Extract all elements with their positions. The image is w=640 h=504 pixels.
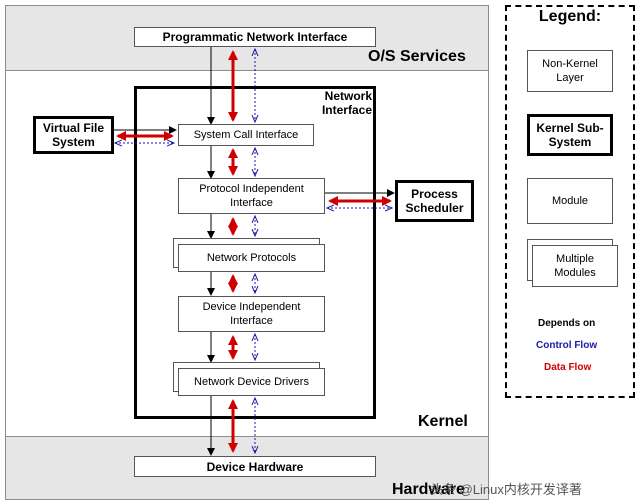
legend-kernel-subsystem: Kernel Sub- System <box>527 114 613 156</box>
depends-on-arrows <box>113 47 395 456</box>
device-independent-interface-label: Device Independent Interface <box>202 301 301 327</box>
legend-module: Module <box>527 178 613 224</box>
os-services-label: O/S Services <box>368 48 466 65</box>
network-protocols-label: Network Protocols <box>206 252 297 264</box>
virtual-file-system-label: Virtual File System <box>42 121 105 149</box>
legend-control-flow-label: Control Flow <box>534 340 600 351</box>
system-call-interface-box: System Call Interface <box>178 124 314 146</box>
legend-non-kernel-layer: Non-Kernel Layer <box>527 50 613 92</box>
network-protocols-box: Network Protocols <box>178 244 325 272</box>
programmatic-network-interface-box: Programmatic Network Interface <box>134 27 376 47</box>
legend-depends-on-label: Depends on <box>536 318 598 329</box>
device-independent-interface-box: Device Independent Interface <box>178 296 325 332</box>
network-interface-label: Network Interface <box>321 89 372 117</box>
virtual-file-system-box: Virtual File System <box>33 116 114 154</box>
kernel-layer <box>5 71 489 436</box>
device-hardware-box: Device Hardware <box>134 456 376 477</box>
protocol-independent-interface-box: Protocol Independent Interface <box>178 178 325 214</box>
watermark-text: 头条 @Linux内核开发译著 <box>430 481 582 497</box>
protocol-independent-interface-label: Protocol Independent Interface <box>199 183 304 209</box>
kernel-label: Kernel <box>418 413 468 430</box>
legend-module-label: Module <box>551 195 589 207</box>
legend-data-flow-label: Data Flow <box>542 362 594 373</box>
network-device-drivers-label: Network Device Drivers <box>194 376 309 388</box>
process-scheduler-box: Process Scheduler <box>395 180 474 222</box>
device-hardware-label: Device Hardware <box>206 459 304 474</box>
control-flow-arrows <box>115 49 392 453</box>
legend-non-kernel-layer-label: Non-Kernel Layer <box>542 58 598 84</box>
data-flow-arrows <box>116 50 392 453</box>
system-call-interface-label: System Call Interface <box>193 129 299 141</box>
legend-multiple-modules: Multiple Modules <box>532 245 618 287</box>
legend-title: Legend: <box>538 8 602 25</box>
process-scheduler-label: Process Scheduler <box>405 187 464 215</box>
legend-multiple-modules-label: Multiple Modules <box>554 253 596 279</box>
network-device-drivers-box: Network Device Drivers <box>178 368 325 396</box>
programmatic-network-interface-label: Programmatic Network Interface <box>162 30 348 44</box>
legend-kernel-subsystem-label: Kernel Sub- System <box>536 121 604 149</box>
hardware-label: Hardware <box>392 481 465 498</box>
watermark: 头条 @Linux内核开发译著 <box>430 478 582 498</box>
